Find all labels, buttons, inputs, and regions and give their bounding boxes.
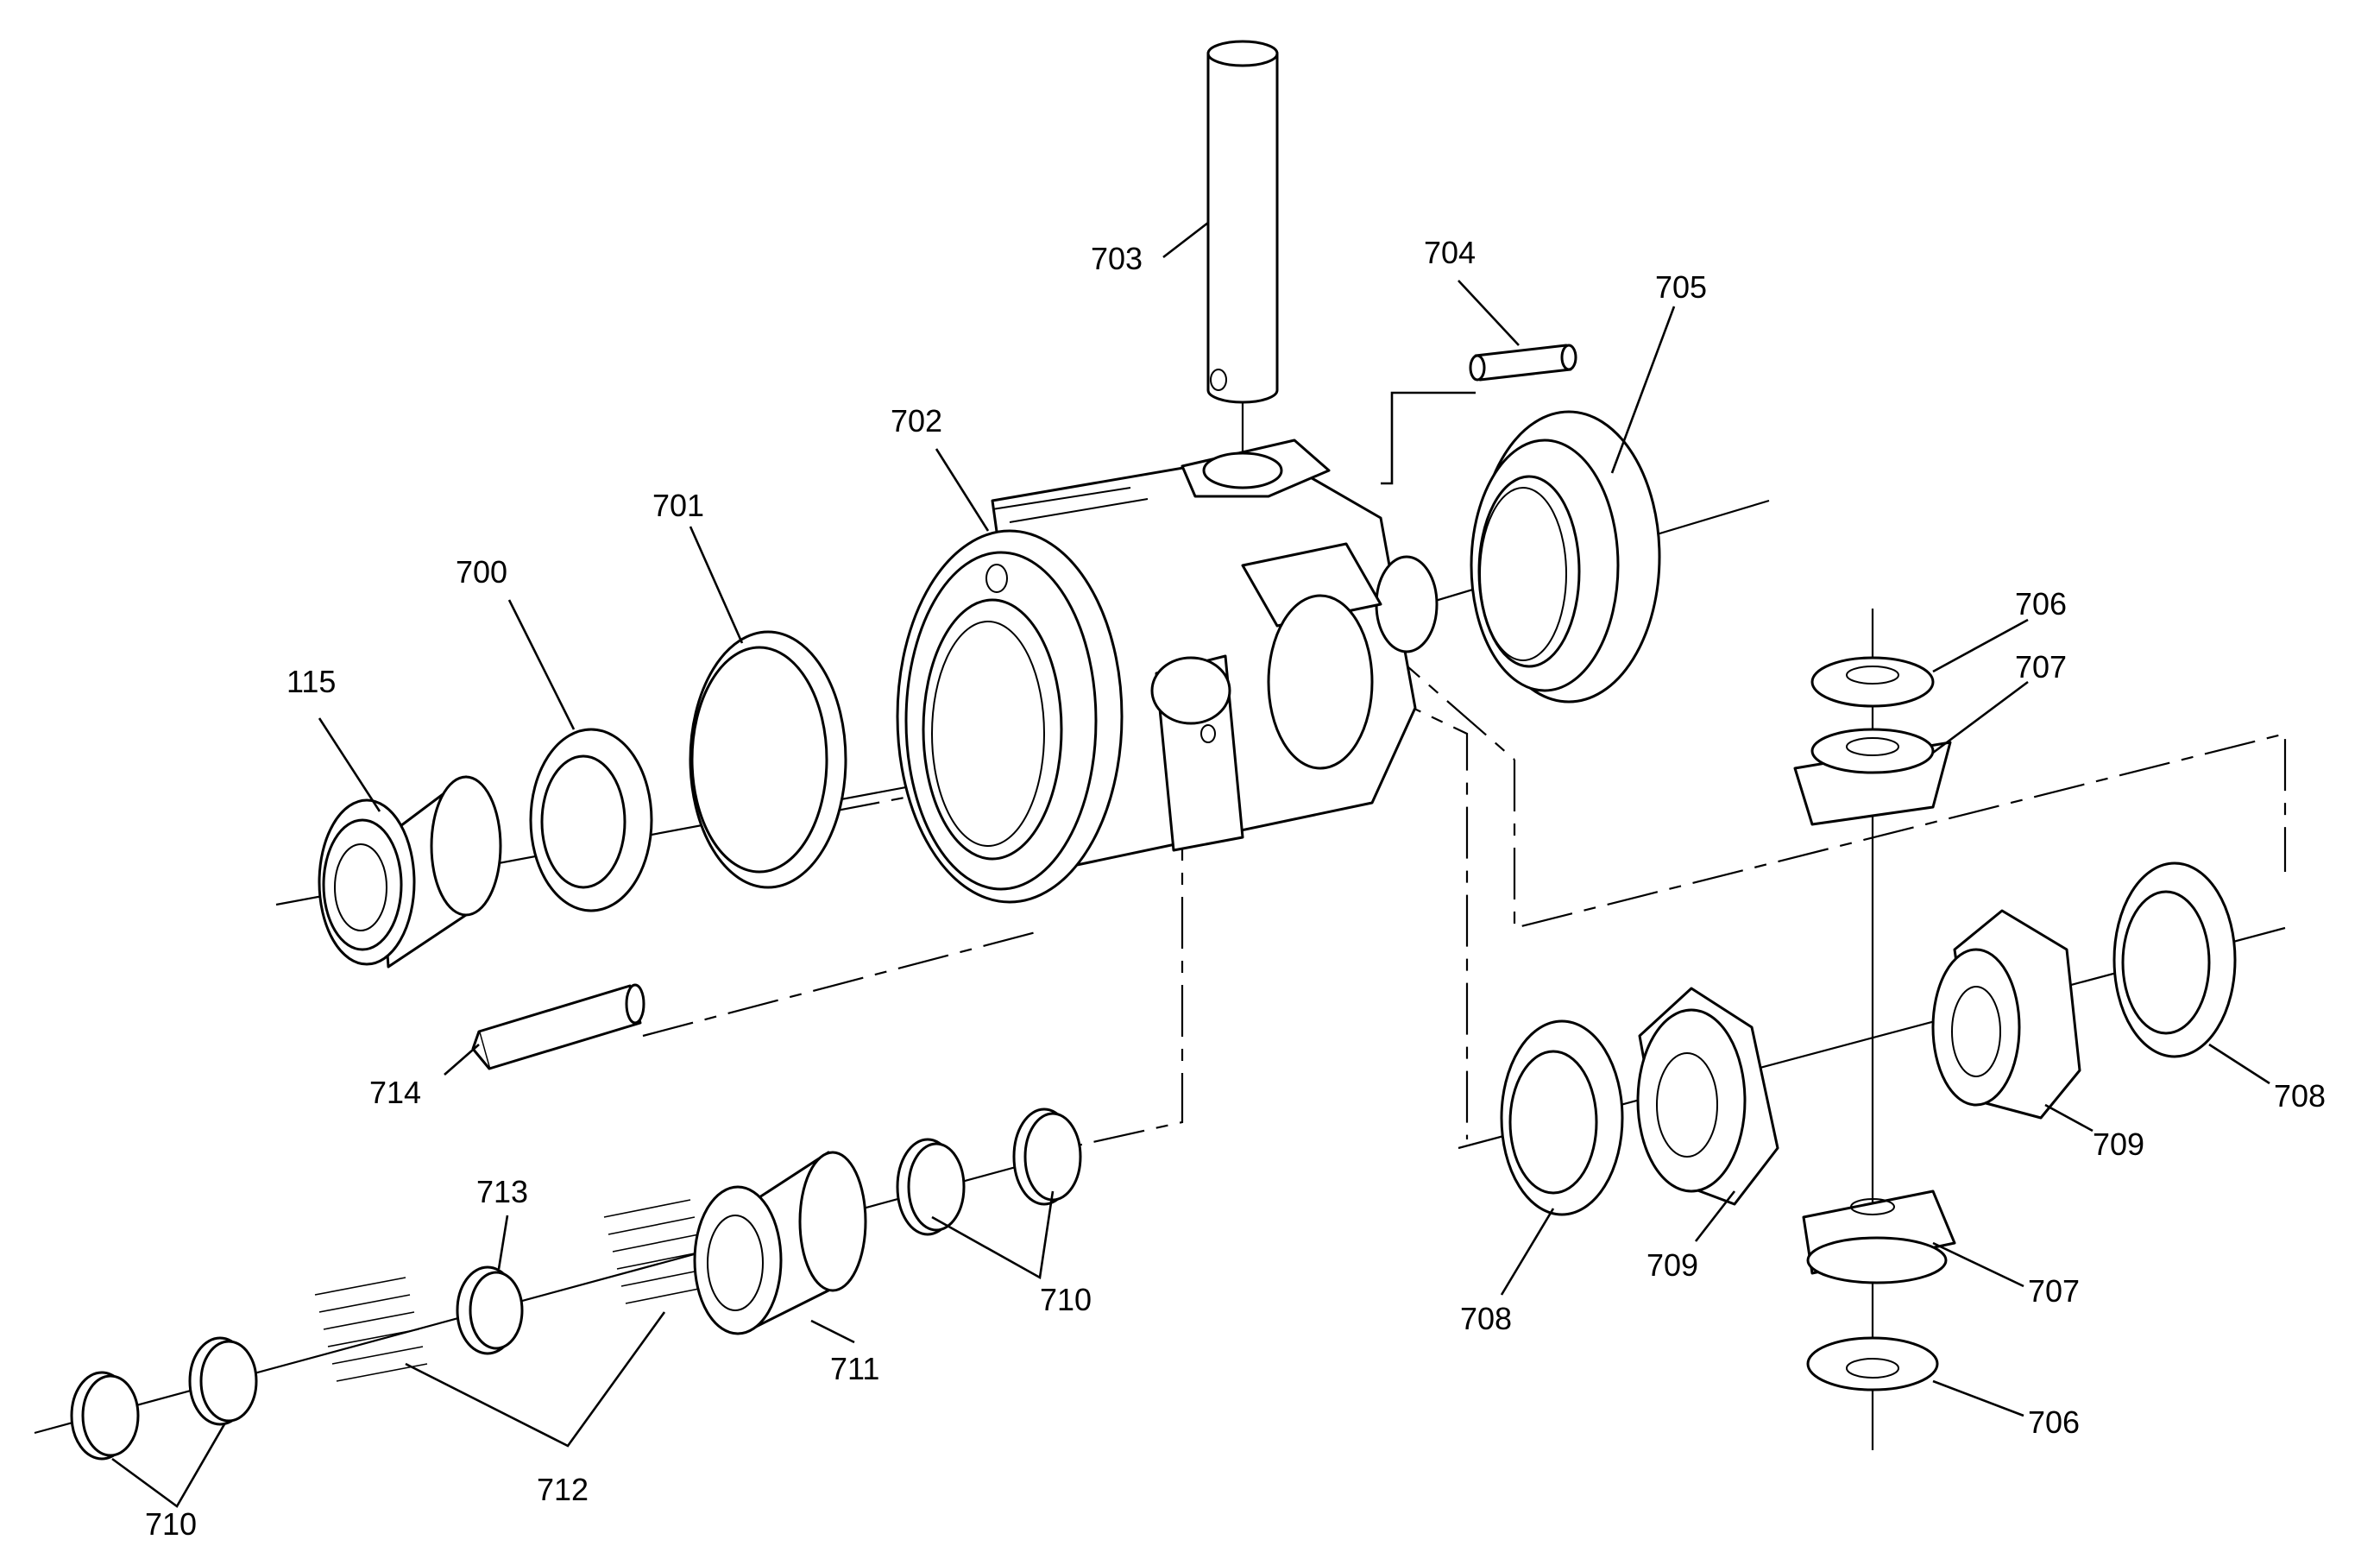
label-707-bottom: 707 [2028, 1273, 2080, 1309]
label-708-left: 708 [1460, 1301, 1512, 1336]
part-701-thrust-ring [689, 630, 847, 889]
label-710-left: 710 [145, 1506, 197, 1542]
label-709-right: 709 [2093, 1126, 2144, 1162]
part-706-washer-top [1810, 656, 1935, 708]
label-115: 115 [286, 664, 336, 699]
label-710-right: 710 [1040, 1282, 1092, 1317]
label-714: 714 [369, 1075, 421, 1110]
part-704-roll-pin [1469, 344, 1577, 382]
part-702-differential-case [896, 439, 1439, 904]
label-709-left: 709 [1646, 1247, 1698, 1283]
part-708-washer-left [1500, 1019, 1624, 1216]
label-705: 705 [1655, 269, 1707, 305]
label-706-bottom: 706 [2028, 1404, 2080, 1440]
part-710-washers-right [896, 1107, 1082, 1236]
part-707-pinion-top [1793, 728, 1952, 826]
label-702: 702 [891, 403, 942, 439]
part-705-ring-gear [1470, 410, 1661, 704]
label-712: 712 [537, 1472, 589, 1507]
part-710-washers-left [70, 1336, 258, 1461]
label-713: 713 [476, 1174, 528, 1209]
label-708-right: 708 [2274, 1078, 2326, 1114]
part-708-washer-right [2112, 861, 2237, 1058]
part-706-washer-bottom [1806, 1336, 1939, 1391]
label-706-top: 706 [2015, 586, 2067, 622]
label-707-top: 707 [2015, 649, 2067, 685]
part-709-side-gear-right [1931, 909, 2081, 1120]
label-703: 703 [1091, 241, 1143, 276]
part-709-side-gear-left [1636, 987, 1779, 1206]
part-number-labels: 115 700 701 702 703 704 705 706 707 708 … [145, 235, 2326, 1542]
part-714-pin [471, 983, 645, 1070]
label-711: 711 [830, 1351, 879, 1386]
part-713-washer [456, 1265, 524, 1355]
part-115-splined-gear [318, 775, 502, 969]
part-712-bearing-needles [314, 1199, 713, 1382]
part-707-pinion-bottom [1802, 1190, 1956, 1284]
label-700: 700 [456, 554, 507, 590]
leader-lines [111, 221, 2270, 1508]
part-703-cross-pin [1206, 40, 1279, 404]
part-711-splined-gear [693, 1151, 867, 1335]
label-704: 704 [1424, 235, 1476, 270]
label-701: 701 [652, 488, 704, 523]
part-700-washer [529, 728, 653, 912]
